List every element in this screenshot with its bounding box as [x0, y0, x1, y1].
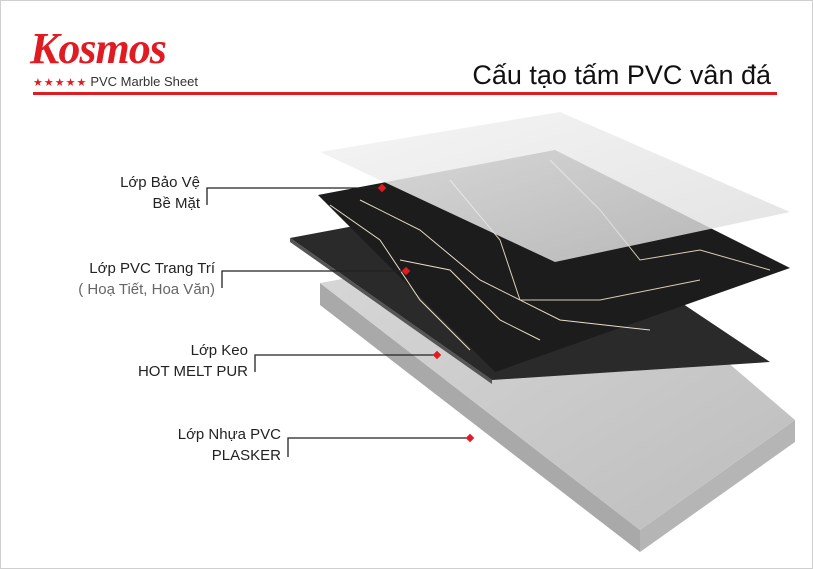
marker-dots: [377, 183, 475, 443]
stars-icon: ★★★★★: [33, 77, 88, 89]
label-line2: HOT MELT PUR: [137, 363, 248, 380]
label-line2: PLASKER: [211, 447, 281, 464]
label-line2: ( Hoạ Tiết, Hoa Văn): [78, 281, 215, 298]
brand-logo: Kosmos: [30, 24, 167, 73]
label-line1: Lớp Nhựa PVC: [177, 426, 281, 443]
brand-tagline: ★★★★★PVC Marble Sheet: [33, 74, 198, 89]
page-title: Cấu tạo tấm PVC vân đá: [472, 60, 771, 90]
label-line1: Lớp Keo: [190, 342, 248, 359]
label-protective-layer: Lớp Bảo Vệ Bề Mặt: [120, 172, 200, 214]
protective-film: [320, 112, 790, 262]
label-adhesive-layer: Lớp Keo HOT MELT PUR: [138, 340, 248, 382]
label-base-layer: Lớp Nhựa PVC PLASKER: [178, 424, 281, 466]
header-divider: [33, 92, 777, 95]
label-decor-layer: Lớp PVC Trang Trí ( Hoạ Tiết, Hoa Văn): [78, 258, 215, 300]
label-line1: Lớp Bảo Vệ: [120, 174, 200, 191]
label-line1: Lớp PVC Trang Trí: [89, 260, 215, 277]
tagline-text: PVC Marble Sheet: [90, 74, 198, 89]
leader-lines: [206, 187, 470, 457]
label-line2: Bề Mặt: [152, 195, 200, 212]
